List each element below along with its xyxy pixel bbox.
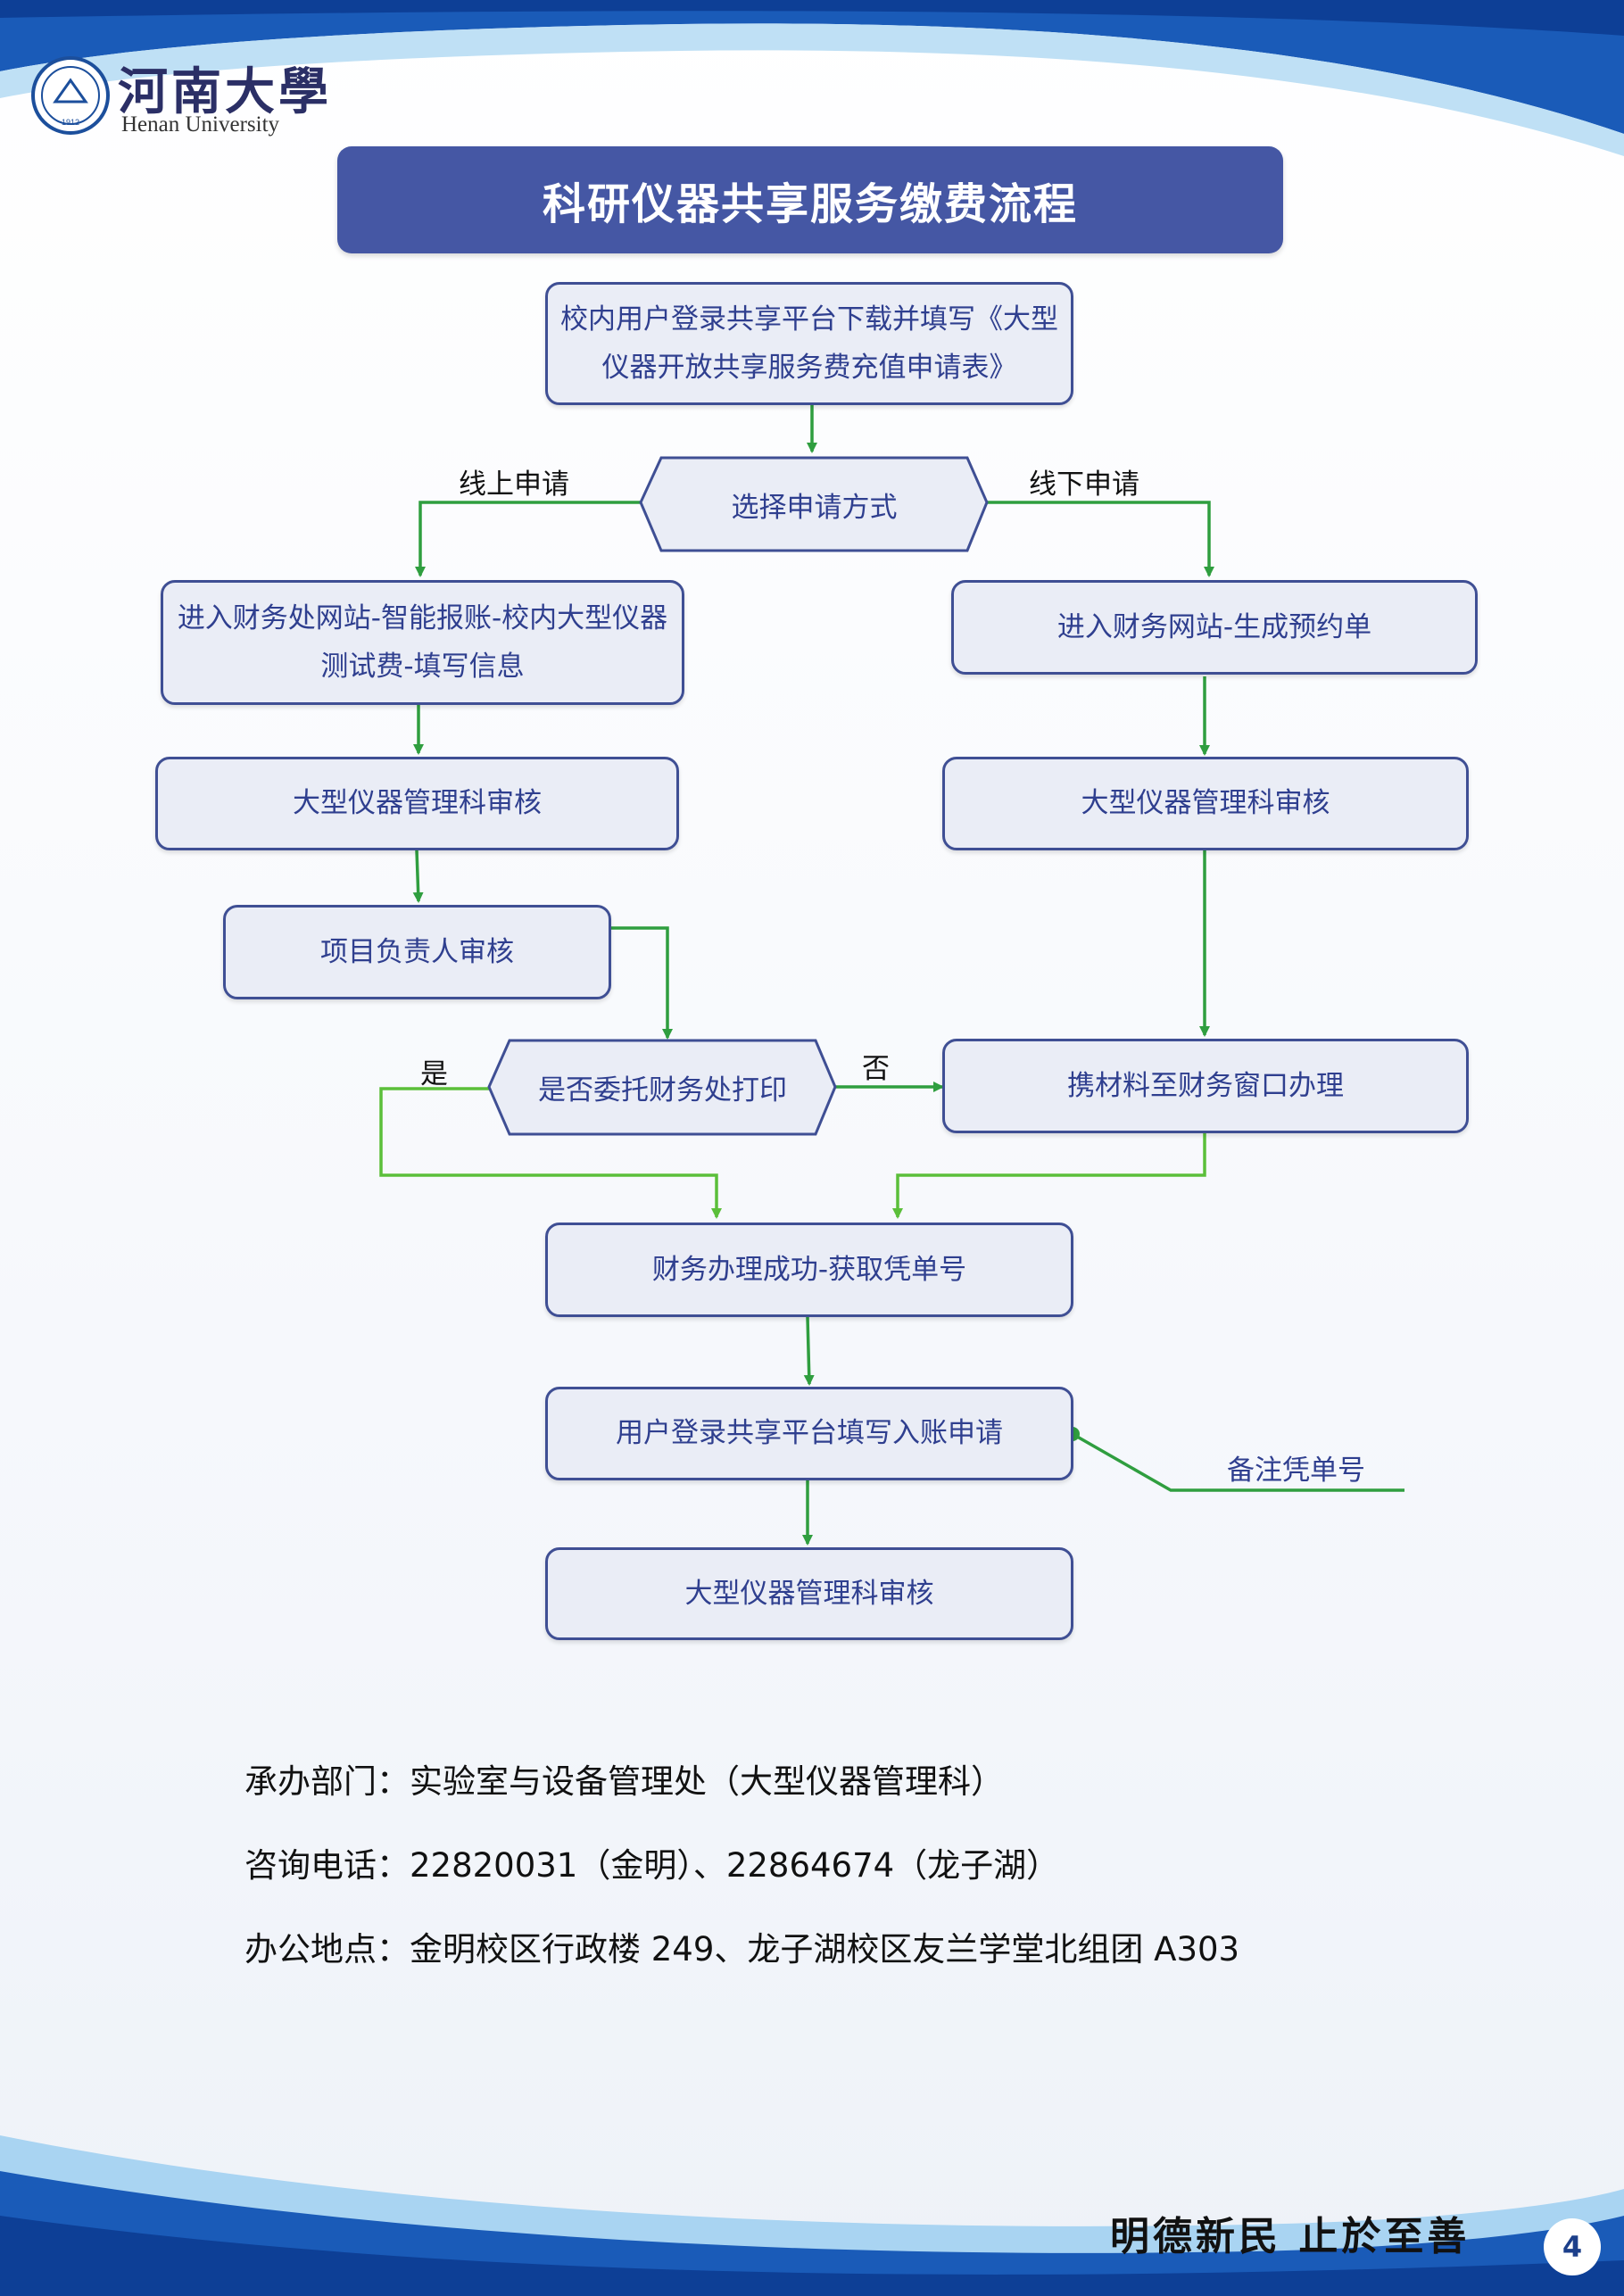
apply-node: 用户登录共享平台填写入账申请 [545,1387,1073,1480]
department-info: 承办部门：实验室与设备管理处（大型仪器管理科） [244,1762,1004,1801]
arrow-success-to-apply [803,1316,815,1386]
page-number: 4 [1544,2218,1601,2275]
school-name-cn: 河南大學 [118,62,332,121]
choose-method-label: 选择申请方式 [731,491,898,524]
online-step3-node: 项目负责人审核 [223,905,611,999]
online-step2-node: 大型仪器管理科审核 [155,757,679,850]
no-edge-label: 否 [862,1053,890,1085]
arrow-online [415,501,641,577]
phone-info: 咨询电话：22820031（金明）、22864674（龙子湖） [244,1846,1060,1885]
university-seal-logo: 1912 [31,56,110,135]
offline-step1-node: 进入财务网站-生成预约单 [951,580,1478,675]
note-label: 备注凭单号 [1227,1455,1365,1487]
offline-step2-node: 大型仪器管理科审核 [942,757,1469,850]
school-name-en: Henan University [121,112,280,137]
start-node: 校内用户登录共享平台下载并填写《大型仪器开放共享服务费充值申请表》 [545,282,1073,405]
final-node: 大型仪器管理科审核 [545,1547,1073,1640]
arrow-online-2-3 [412,850,424,903]
logo-year: 1912 [62,118,79,127]
offline-window-node: 携材料至财务窗口办理 [942,1039,1469,1133]
address-info: 办公地点：金明校区行政楼 249、龙子湖校区友兰学堂北组团 A303 [244,1930,1240,1969]
motto-text: 明德新民 止於至善 [1110,2214,1471,2259]
offline-edge-label: 线下申请 [1029,468,1139,501]
arrow-window-to-success [892,1133,1206,1219]
bottom-wave-decoration [0,2135,1624,2296]
online-step1-node: 进入财务处网站-智能报账-校内大型仪器测试费-填写信息 [161,580,684,705]
arrow-step3-to-decision [610,926,673,1040]
arrow-offline [985,501,1214,577]
online-edge-label: 线上申请 [459,468,569,501]
top-wave-decoration [0,0,1624,156]
success-node: 财务办理成功-获取凭单号 [545,1223,1073,1317]
decision-label: 是否委托财务处打印 [538,1074,787,1107]
yes-edge-label: 是 [420,1058,448,1090]
page-title: 科研仪器共享服务缴费流程 [337,146,1283,253]
